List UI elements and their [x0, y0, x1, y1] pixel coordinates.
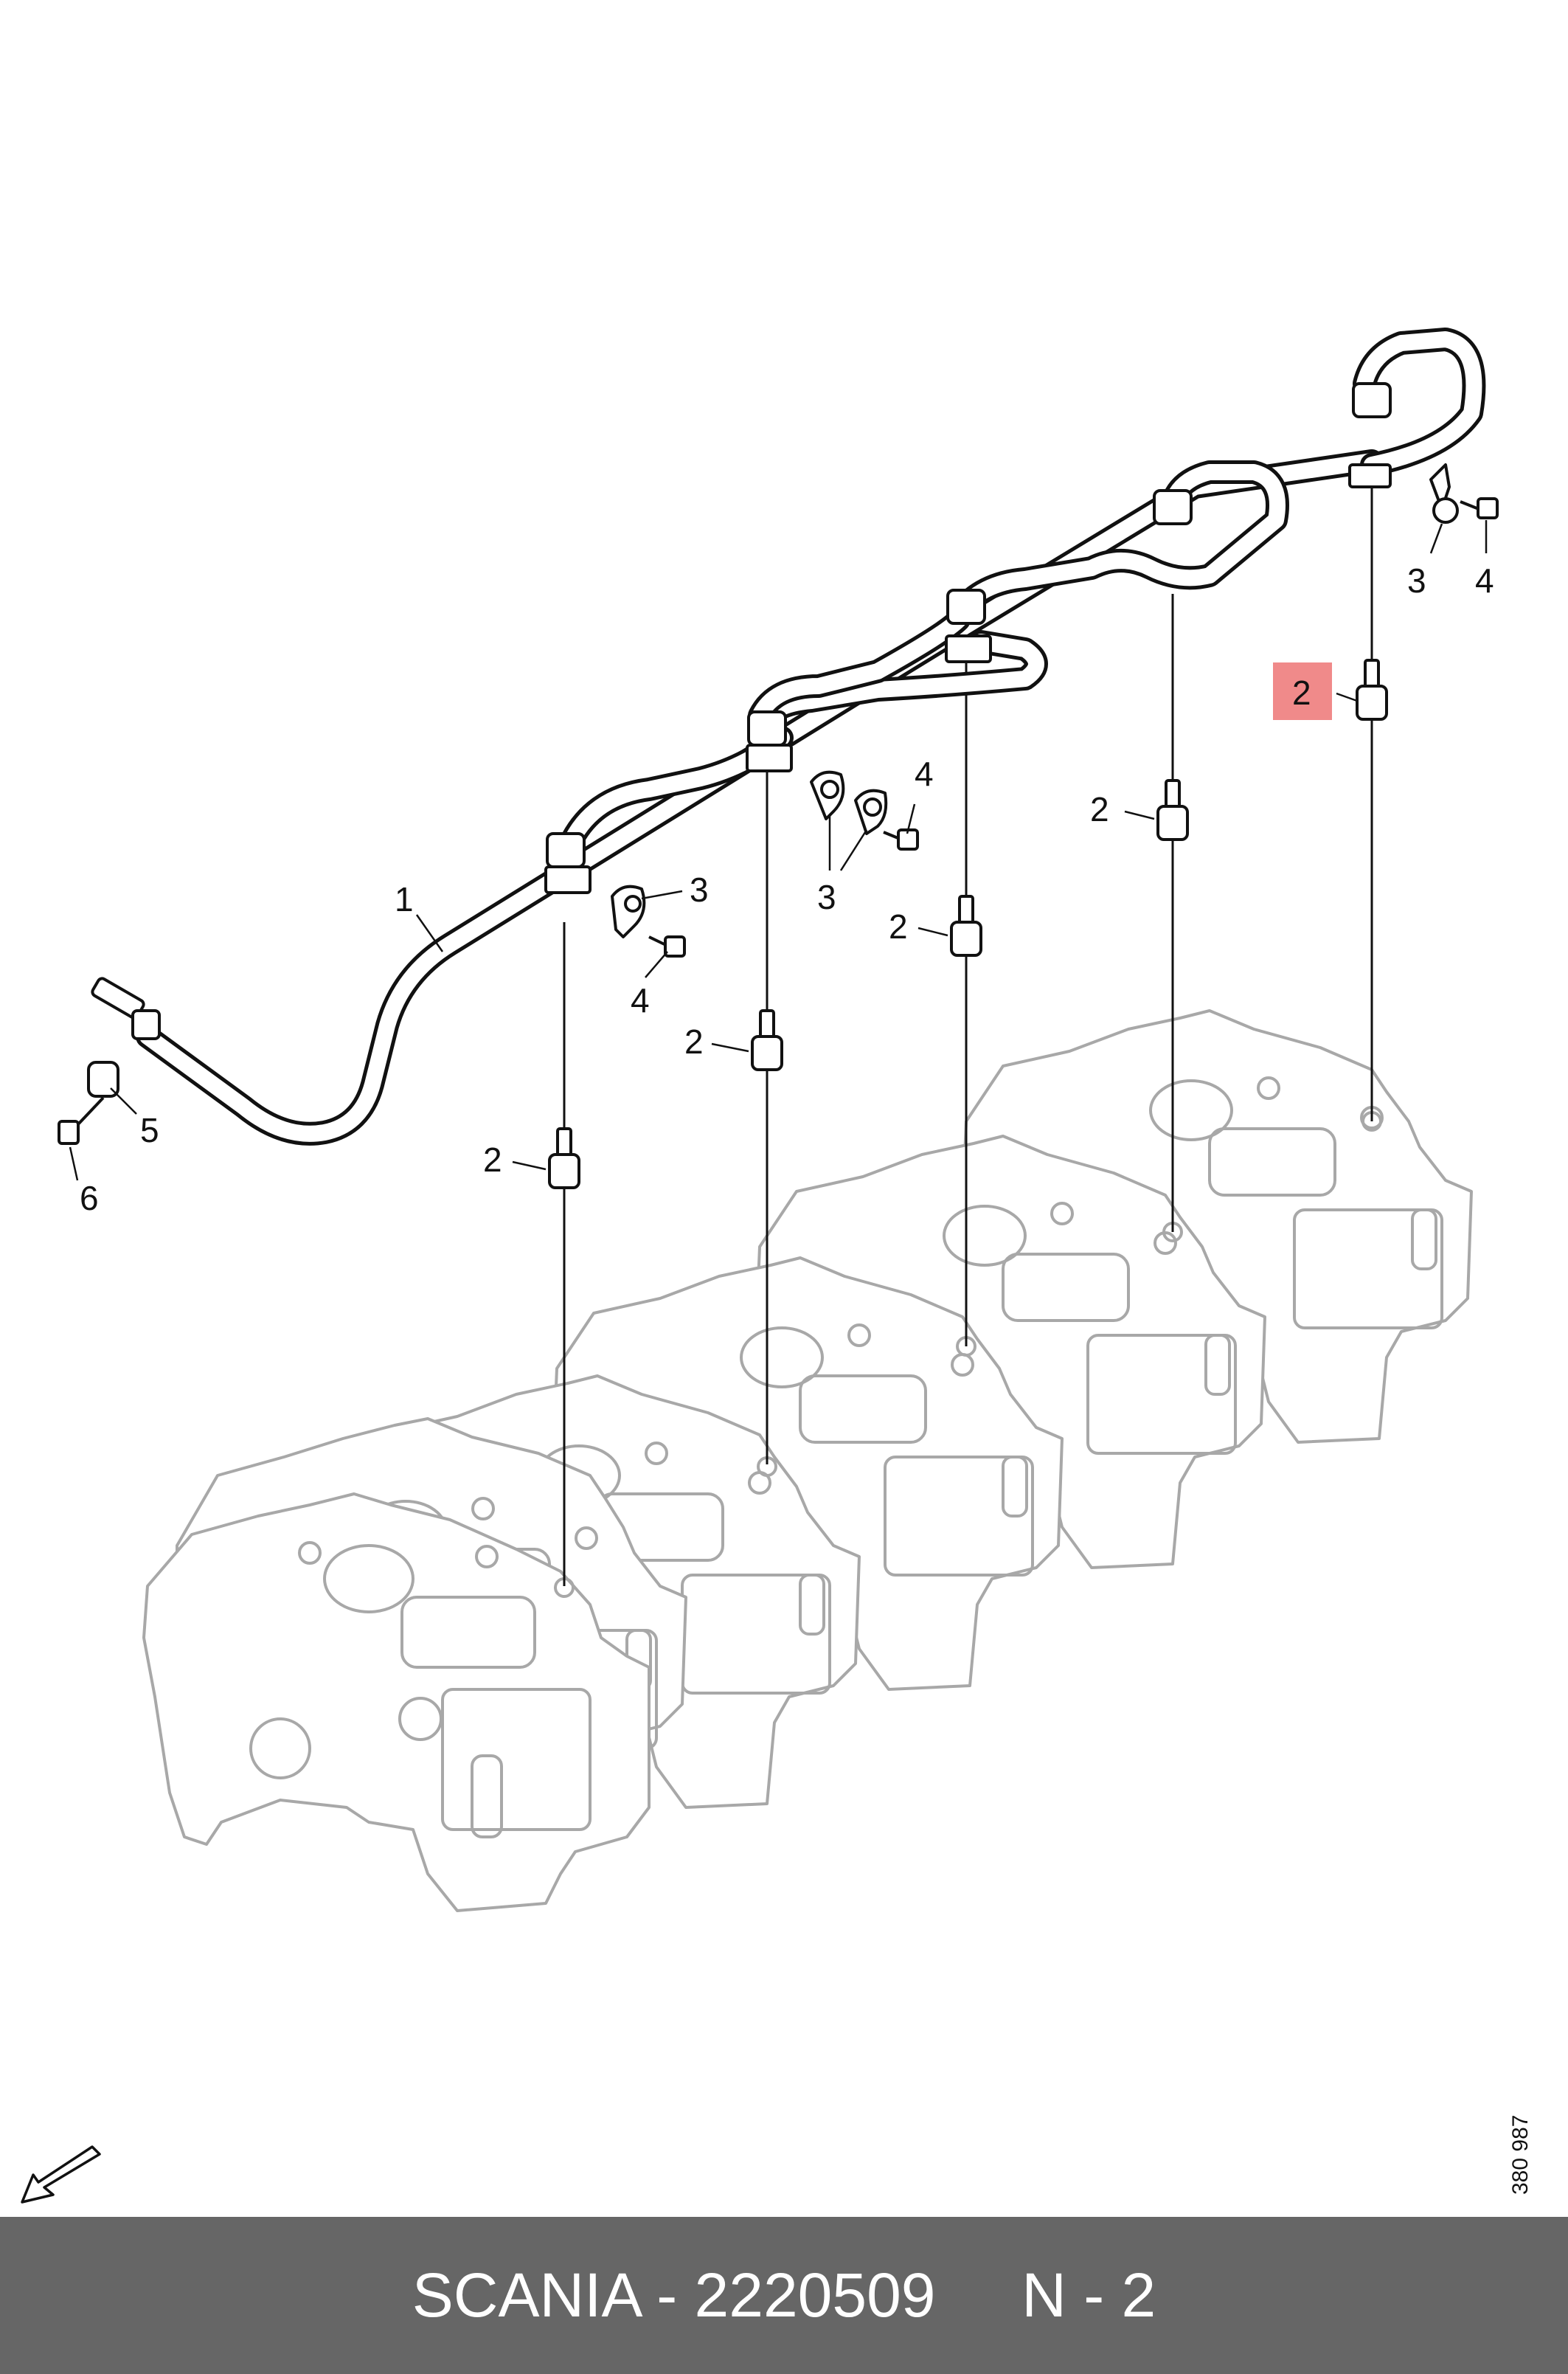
bolt-4a — [648, 935, 686, 958]
part-number-caption: SCANIA - 2220509 N - 2 — [412, 2260, 1156, 2330]
bolt-6 — [58, 1096, 105, 1145]
pipe-connectors — [544, 382, 1392, 894]
leader-lines — [69, 520, 1488, 1181]
callout-4-b: 4 — [915, 755, 934, 793]
small-parts — [58, 463, 1499, 1145]
callout-2-b: 2 — [684, 1022, 704, 1061]
callouts: 1 2 2 2 2 2 2 3 3 3 4 4 4 5 6 — [80, 561, 1494, 1217]
clamp-3a — [611, 885, 646, 938]
bolt-4b — [883, 828, 919, 851]
cylinder-head-1 — [142, 1492, 651, 1912]
callout-2-c: 2 — [889, 907, 908, 946]
cap-5 — [87, 1061, 119, 1098]
clamp-3b — [810, 770, 845, 820]
banjo-bolt-d — [1156, 779, 1189, 841]
bolt-4c — [1460, 497, 1499, 519]
callout-4-a: 4 — [631, 981, 650, 1020]
callout-1: 1 — [395, 880, 414, 918]
footer-bar: SCANIA - 2220509 N - 2 — [0, 2217, 1568, 2374]
banjo-bolt-b — [751, 1009, 783, 1071]
banjo-bolt-a — [548, 1127, 580, 1189]
clamp-3d — [1429, 463, 1459, 524]
document-number: 380 987 — [1508, 2114, 1533, 2195]
callout-3-c: 3 — [1407, 561, 1426, 600]
banjo-bolt-c — [950, 895, 982, 957]
leak-off-pipe — [91, 328, 1486, 1146]
callout-4-c: 4 — [1475, 561, 1494, 600]
highlight-box — [1273, 662, 1332, 720]
cylinder-heads — [142, 1009, 1473, 1912]
callout-2-a: 2 — [483, 1141, 502, 1179]
parts-diagram: 1 2 2 2 2 2 2 3 3 3 4 4 4 5 6 — [21, 328, 1499, 2204]
callout-3-b: 3 — [817, 878, 836, 916]
banjo-bolt-e — [1356, 659, 1388, 721]
clamp-3c — [854, 789, 888, 835]
center-lines — [563, 457, 1373, 1586]
banjo-bolts — [548, 659, 1388, 1189]
callout-6: 6 — [80, 1179, 99, 1217]
callout-3-a: 3 — [690, 871, 709, 909]
front-arrow-icon — [21, 2145, 101, 2204]
inlet-fitting — [91, 977, 161, 1040]
callout-2-d: 2 — [1090, 790, 1109, 828]
callout-5: 5 — [140, 1111, 159, 1149]
callout-2-highlighted: 2 — [1292, 674, 1311, 712]
